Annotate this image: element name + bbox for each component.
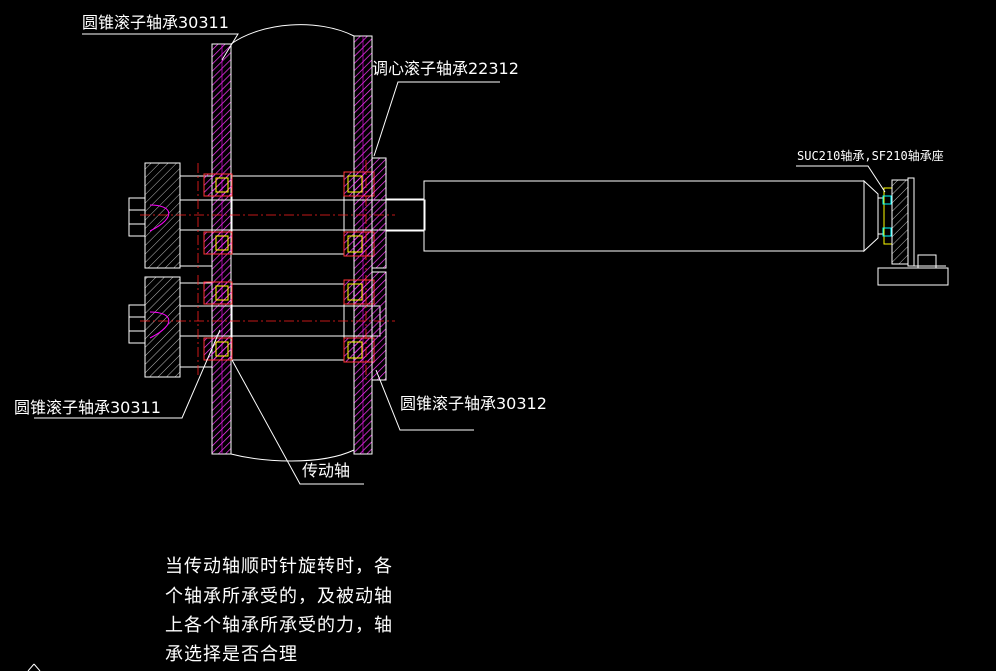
question-line-2: 个轴承所承受的，及被动轴 [165, 586, 393, 607]
output-shaft [385, 198, 425, 232]
question-note: 当传动轴顺时针旋转时，各 个轴承所承受的，及被动轴 上各个轴承所承受的力，轴 承… [165, 556, 393, 665]
label-drive-shaft: 传动轴 [302, 461, 350, 480]
question-line-1: 当传动轴顺时针旋转时，各 [165, 556, 393, 577]
tube-top-break [230, 24, 355, 45]
lower-bolt-head [128, 304, 146, 344]
lower-left-bearing [203, 281, 233, 305]
upper-bolt-head [128, 197, 146, 237]
question-line-3: 上各个轴承所承受的力，轴 [165, 615, 393, 636]
label-bottom-right-bearing: 圆锥滚子轴承30312 [400, 394, 547, 413]
question-line-4: 承选择是否合理 [165, 644, 298, 665]
roller-drum [423, 180, 865, 252]
bearing-seat-base [877, 267, 949, 286]
upper-flange [144, 162, 181, 269]
left-flange-assembly [128, 162, 213, 378]
ucs-icon [27, 663, 41, 671]
centerlines [140, 160, 395, 380]
lower-flange [144, 276, 181, 378]
upper-shaft-assembly [179, 157, 426, 269]
output-roller [385, 177, 949, 286]
tube-bottom-break [230, 449, 355, 462]
label-self-aligning-bearing: 调心滚子轴承22312 [372, 59, 519, 78]
lower-shaft-assembly [179, 271, 387, 381]
label-support-bearing: SUC210轴承,SF210轴承座 [797, 148, 944, 163]
leader-lines [34, 33, 886, 485]
upper-left-bearing [203, 173, 233, 197]
label-bottom-left-bearing: 圆锥滚子轴承30311 [14, 398, 161, 417]
label-top-left-bearing: 圆锥滚子轴承30311 [82, 13, 229, 32]
